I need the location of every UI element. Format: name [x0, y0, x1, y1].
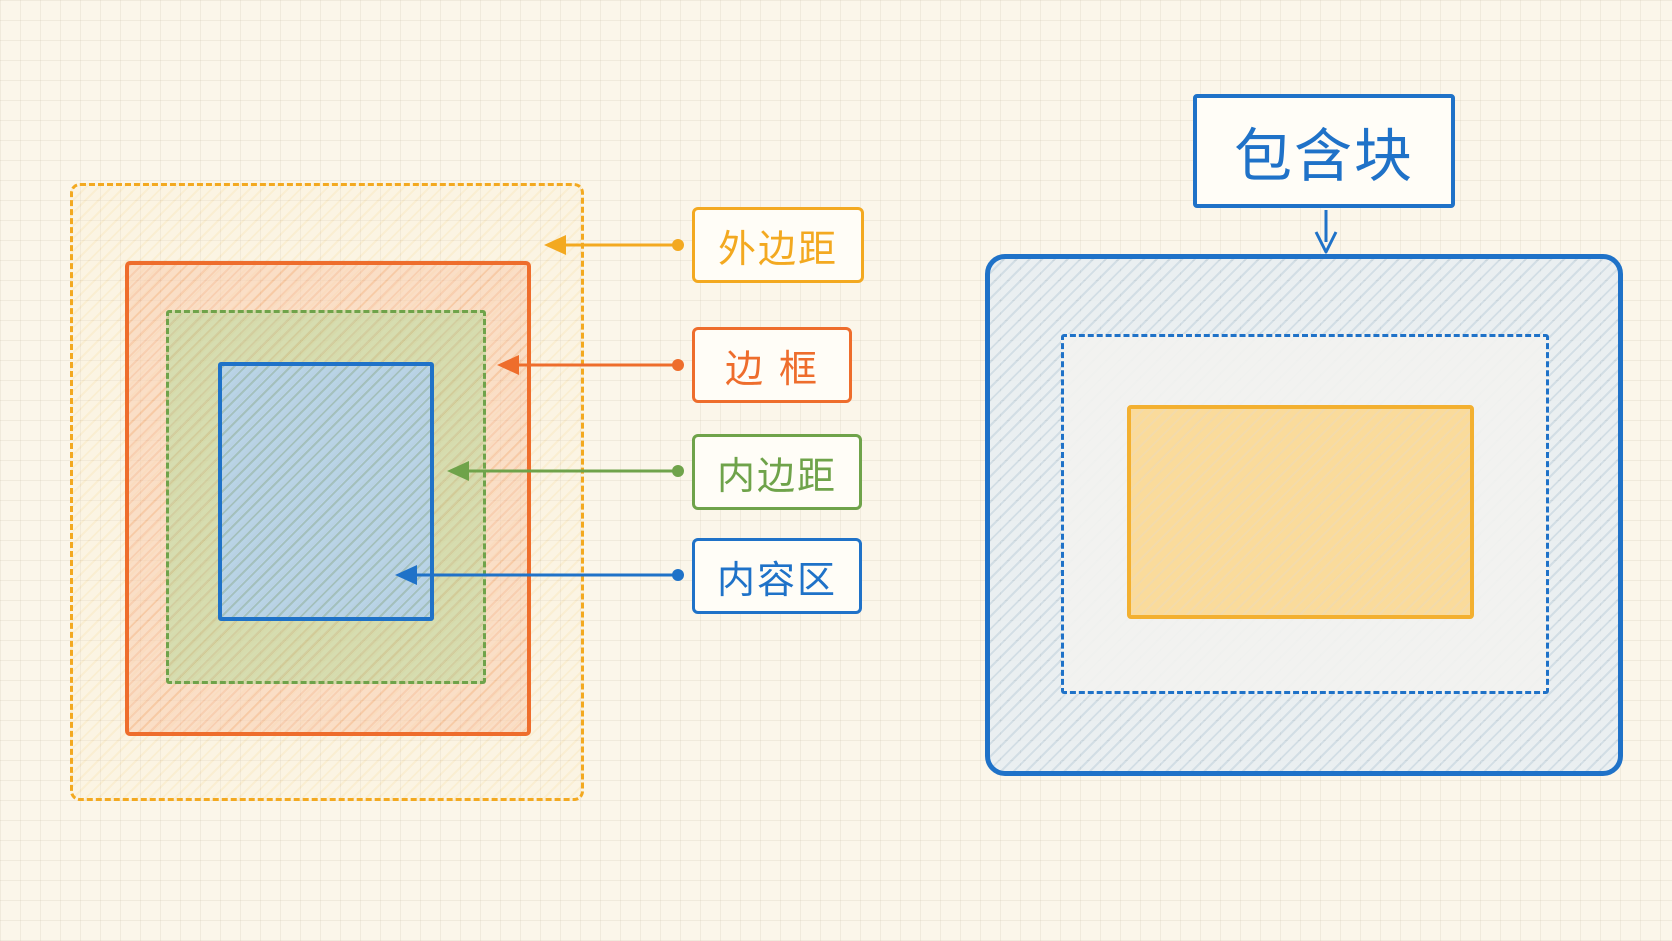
content-label: 内容区: [692, 538, 862, 614]
inner-block: [1127, 405, 1474, 619]
containing-block-label-text: 包含块: [1233, 122, 1414, 190]
margin-label: 外边距: [692, 207, 864, 283]
padding-label-text: 内边距: [716, 453, 837, 498]
border-label: 边 框: [692, 327, 852, 403]
padding-label: 内边距: [692, 434, 862, 510]
containing-block-label: 包含块: [1193, 94, 1455, 208]
containing-block-arrow: [1314, 210, 1338, 254]
content-area: [218, 362, 434, 621]
border-label-text: 边 框: [724, 346, 820, 391]
content-label-text: 内容区: [716, 557, 837, 602]
margin-label-text: 外边距: [717, 226, 838, 271]
